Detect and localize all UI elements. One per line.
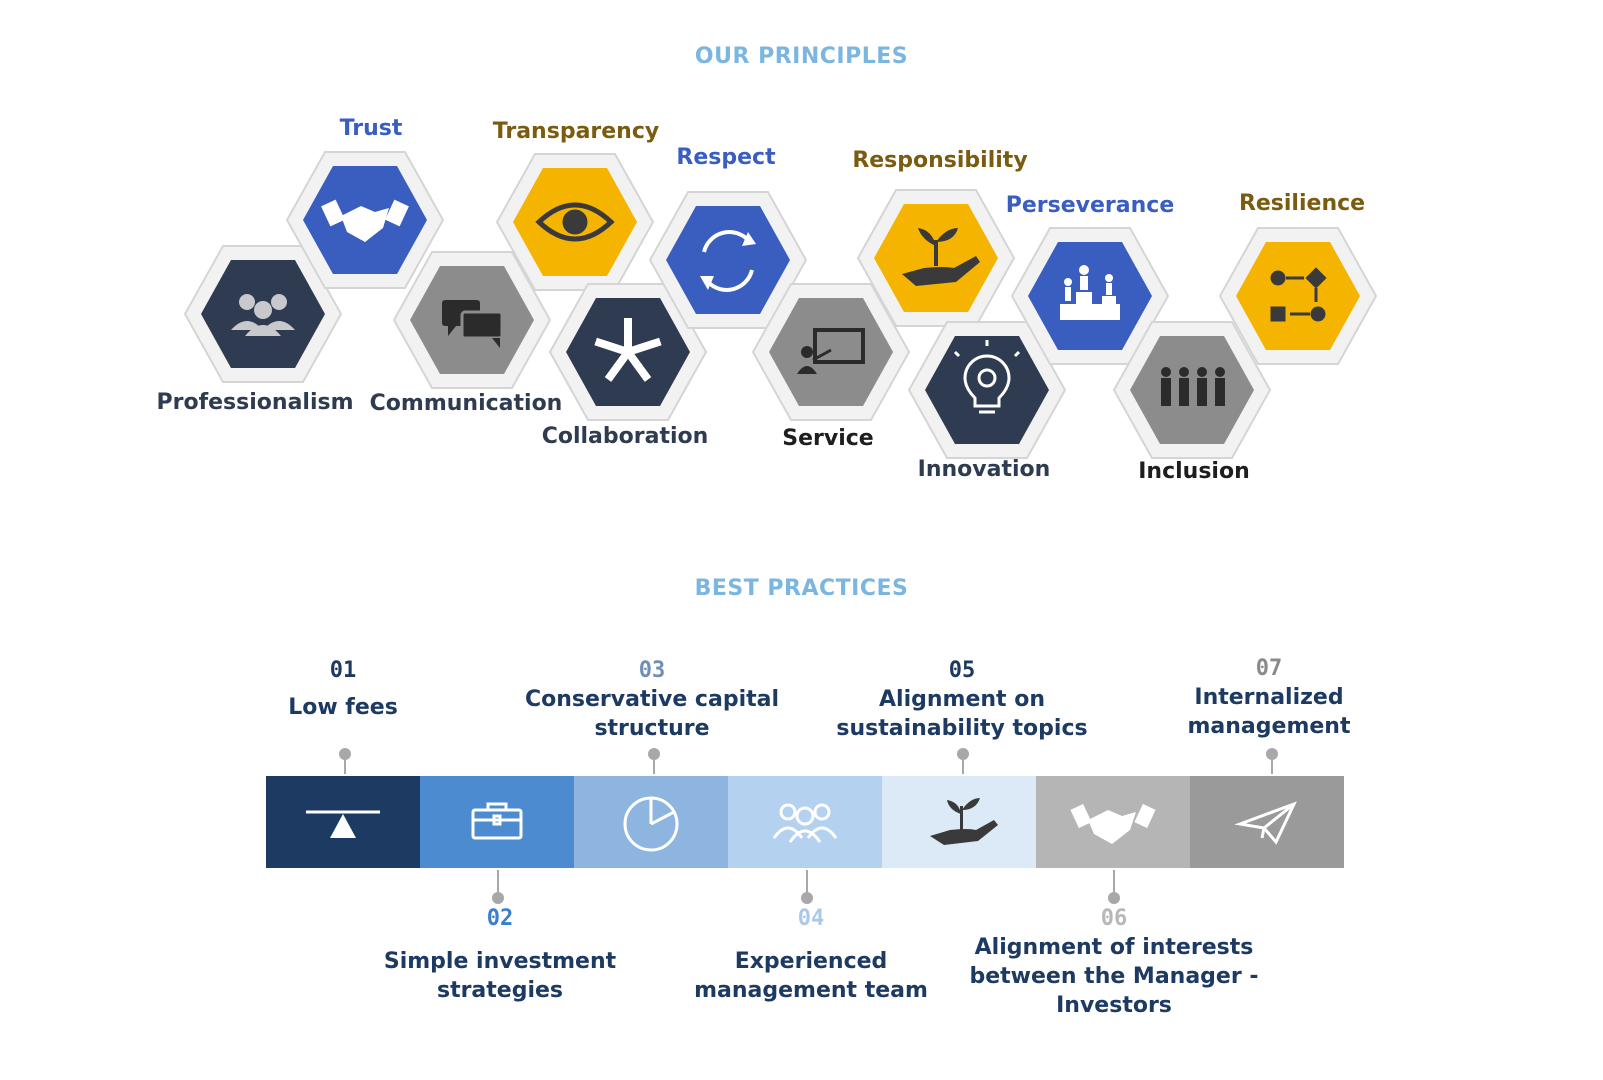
pin-04 — [806, 870, 808, 896]
handshake-icon — [1070, 803, 1156, 844]
practices-title: BEST PRACTICES — [694, 576, 909, 601]
practice-01: 01 Low fees — [288, 658, 398, 722]
presentation-icon — [797, 328, 865, 374]
practice-text: Alignment on sustainability topics — [836, 687, 1088, 741]
bar-segment-06 — [1036, 776, 1190, 868]
pin-01 — [344, 756, 346, 774]
practice-number: 02 — [486, 906, 514, 931]
principle-label-resilience: Resilience — [1238, 191, 1366, 216]
bar-segment-01 — [266, 776, 420, 868]
hands-together-icon — [594, 318, 662, 382]
podium-icon — [1060, 265, 1120, 320]
practice-02: 02 Simple investment strategies — [380, 906, 620, 1005]
pin-03 — [653, 756, 655, 774]
paper-plane-icon — [1234, 801, 1297, 845]
principle-label-innovation: Innovation — [917, 457, 1051, 482]
hex-transparency — [495, 152, 655, 292]
practice-04: 04 Experienced management team — [686, 906, 936, 1005]
practice-text: Simple investment strategies — [383, 949, 617, 1003]
bar-segment-05 — [882, 776, 1036, 868]
pin-head-01 — [339, 748, 351, 760]
practice-text: Low fees — [288, 695, 398, 720]
team-icon — [772, 803, 838, 843]
principle-label-inclusion: Inclusion — [1138, 459, 1250, 484]
hex-service — [751, 282, 911, 422]
hex-collaboration — [548, 282, 708, 422]
refresh-arrows-icon — [700, 230, 756, 292]
pie-chart-icon — [623, 796, 679, 852]
toolbox-icon — [471, 802, 523, 840]
pin-02 — [497, 870, 499, 896]
principle-label-trust: Trust — [339, 116, 403, 141]
hex-resilience — [1218, 226, 1378, 366]
plant-in-hand-icon — [930, 798, 998, 845]
balance-seesaw-icon — [306, 810, 380, 838]
practice-06: 06 Alignment of interests between the Ma… — [969, 906, 1259, 1020]
practice-number: 01 — [329, 658, 357, 683]
bar-segment-07 — [1190, 776, 1344, 868]
hex-responsibility — [856, 188, 1016, 328]
hex-communication — [392, 250, 552, 390]
practice-number: 03 — [638, 658, 666, 683]
principles-title: OUR PRINCIPLES — [694, 44, 909, 69]
pin-06 — [1113, 870, 1115, 896]
hex-respect — [648, 190, 808, 330]
practice-text: Experienced management team — [694, 949, 928, 1003]
group-icon — [231, 294, 295, 336]
bar-segment-04 — [728, 776, 882, 868]
pin-head-03 — [648, 748, 660, 760]
practice-text: Conservative capital structure — [524, 687, 780, 741]
lightbulb-gear-icon — [953, 340, 1021, 414]
hex-inclusion — [1112, 320, 1272, 460]
pin-head-04 — [801, 892, 813, 904]
hex-innovation — [907, 320, 1067, 460]
principle-label-communication: Communication — [369, 391, 563, 416]
chat-bubbles-icon — [442, 300, 504, 348]
plant-in-hand-icon — [902, 228, 980, 286]
practice-07: 07 Internalized management — [1159, 656, 1379, 741]
hex-trust — [285, 150, 445, 290]
principle-label-transparency: Transparency — [492, 119, 660, 144]
practice-number: 04 — [797, 906, 825, 931]
bar-segment-03 — [574, 776, 728, 868]
pin-head-02 — [492, 892, 504, 904]
people-row-icon — [1161, 367, 1225, 406]
handshake-icon — [321, 199, 409, 242]
practice-number: 06 — [1100, 906, 1128, 931]
practice-03: 03 Conservative capital structure — [512, 658, 792, 743]
pin-head-07 — [1266, 748, 1278, 760]
principle-label-perseverance: Perseverance — [1005, 193, 1175, 218]
principle-label-service: Service — [782, 426, 874, 451]
principle-label-responsibility: Responsibility — [852, 148, 1028, 173]
eye-icon — [535, 202, 615, 242]
principle-label-professionalism: Professionalism — [156, 390, 354, 415]
hex-perseverance — [1010, 226, 1170, 366]
practice-05: 05 Alignment on sustainability topics — [817, 658, 1107, 743]
practice-number: 07 — [1255, 656, 1283, 681]
pin-head-05 — [957, 748, 969, 760]
bar-segment-02 — [420, 776, 574, 868]
practice-number: 05 — [948, 658, 976, 683]
pin-head-06 — [1108, 892, 1120, 904]
practice-text: Internalized management — [1187, 685, 1351, 739]
principle-label-respect: Respect — [676, 145, 776, 170]
pin-07 — [1271, 756, 1273, 774]
process-flow-icon — [1270, 267, 1327, 322]
hex-professionalism — [183, 244, 343, 384]
principle-label-collaboration: Collaboration — [541, 424, 709, 449]
practice-text: Alignment of interests between the Manag… — [969, 935, 1259, 1018]
pin-05 — [962, 756, 964, 774]
